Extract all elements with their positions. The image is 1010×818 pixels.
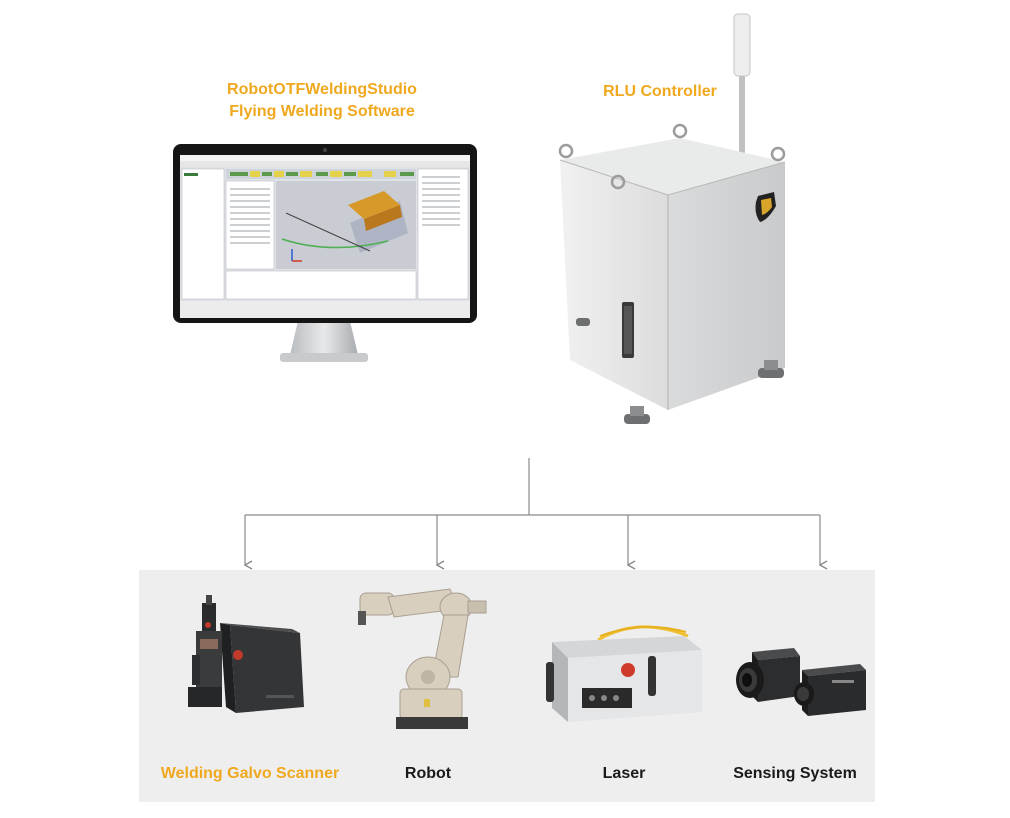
- antenna-head: [733, 13, 751, 77]
- cabinet-side: [560, 160, 668, 410]
- laser-source-illustration: [546, 625, 702, 722]
- device-label-robot: Robot: [404, 765, 452, 782]
- software-title: RobotOTFWeldingStudio Flying Welding Sof…: [192, 79, 452, 123]
- controller-title: RLU Controller: [603, 83, 717, 100]
- monitor-stand: [290, 321, 358, 355]
- cabinet-front: [668, 162, 785, 410]
- antenna-mast: [739, 70, 745, 170]
- software-title-line2: Flying Welding Software: [229, 103, 415, 120]
- device-label-laser: Laser: [602, 765, 646, 782]
- monitor-illustration: [173, 144, 477, 362]
- robot-illustration: [358, 588, 487, 729]
- device-label-sensing-system: Sensing System: [733, 765, 857, 782]
- rlu-controller-illustration: [558, 13, 786, 424]
- sensing-cameras-illustration: [736, 648, 866, 716]
- device-label-galvo-scanner: Welding Galvo Scanner: [160, 765, 340, 782]
- software-title-line1: RobotOTFWeldingStudio: [227, 81, 417, 98]
- galvo-scanner-illustration: [188, 595, 304, 713]
